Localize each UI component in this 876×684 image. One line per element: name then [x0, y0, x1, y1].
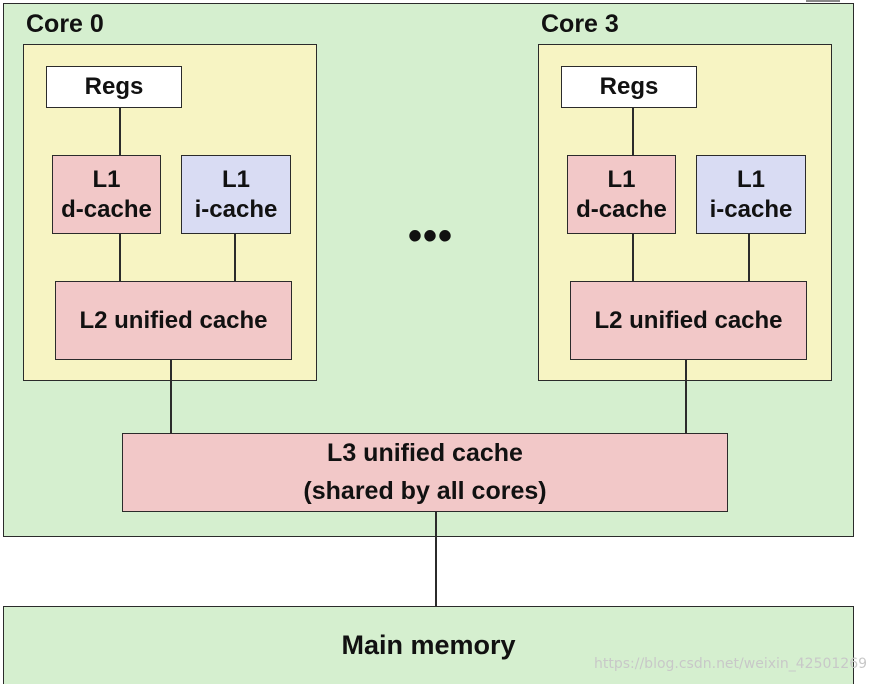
- main-memory: Main memory: [3, 606, 854, 684]
- core-3-l2-to-l3-line: [685, 360, 687, 433]
- core-3-l1-dcache-level: L1: [607, 165, 636, 193]
- l3-cache-title: L3 unified cache: [327, 439, 523, 467]
- core-0-l1-icache-level: L1: [221, 165, 250, 193]
- core-0-l1-icache-type: i-cache: [194, 195, 278, 223]
- core-3-label: Core 3: [541, 10, 619, 38]
- core-3-l1d-to-l2-line: [632, 234, 634, 281]
- core-0-l2-cache: L2 unified cache: [55, 281, 292, 360]
- core-3-regs: Regs: [561, 66, 697, 108]
- core-3-regs-to-l1d-line: [632, 108, 634, 155]
- core-0-l1-icache: L1 i-cache: [181, 155, 291, 234]
- more-cores-ellipsis: •••: [408, 214, 454, 258]
- core-0-l1-dcache-level: L1: [92, 165, 121, 193]
- core-3-l1-icache: L1 i-cache: [696, 155, 806, 234]
- core-0-l1d-to-l2-line: [119, 234, 121, 281]
- core-3-l1i-to-l2-line: [748, 234, 750, 281]
- core-0-l1-dcache: L1 d-cache: [52, 155, 161, 234]
- core-0-regs: Regs: [46, 66, 182, 108]
- core-3-l1-icache-type: i-cache: [709, 195, 793, 223]
- core-3-l1-icache-level: L1: [736, 165, 765, 193]
- core-3-l1-dcache-type: d-cache: [576, 195, 667, 223]
- core-0-l2-to-l3-line: [170, 360, 172, 433]
- corner-mark: [806, 0, 840, 2]
- core-0-l1-dcache-type: d-cache: [61, 195, 152, 223]
- core-0-regs-to-l1d-line: [119, 108, 121, 155]
- core-3-l1-dcache: L1 d-cache: [567, 155, 676, 234]
- l3-shared-cache: L3 unified cache (shared by all cores): [122, 433, 728, 512]
- core-0-label: Core 0: [26, 10, 104, 38]
- l3-cache-subtitle: (shared by all cores): [303, 476, 547, 505]
- watermark-url: https://blog.csdn.net/weixin_42501269: [594, 656, 868, 672]
- core-0-l1i-to-l2-line: [234, 234, 236, 281]
- l3-to-main-memory-line: [435, 512, 437, 606]
- core-3-l2-cache: L2 unified cache: [570, 281, 807, 360]
